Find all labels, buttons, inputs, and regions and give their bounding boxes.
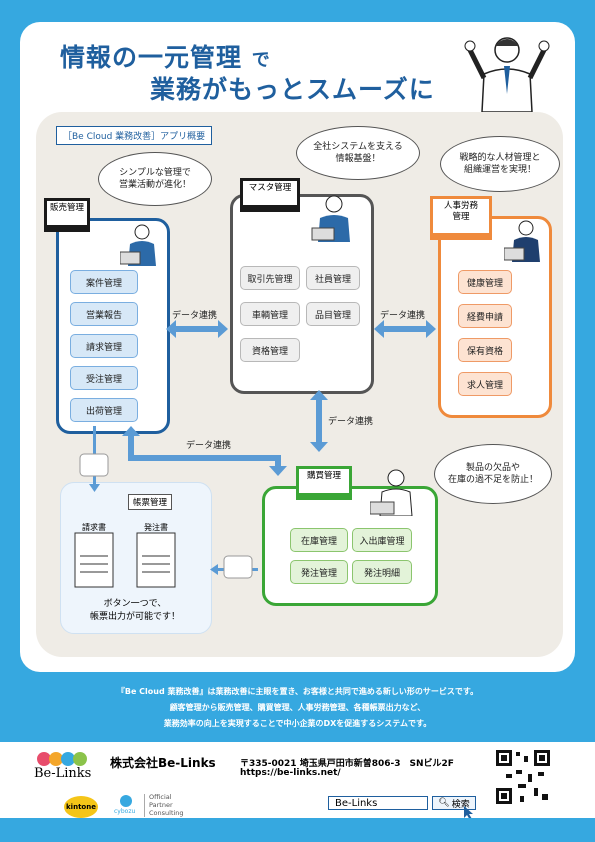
search-button[interactable]: 🔍︎検索 (432, 796, 476, 810)
sales-item-case: 案件管理 (70, 270, 138, 294)
purchase-item-stock: 在庫管理 (290, 528, 348, 552)
footer-band (0, 818, 595, 842)
hr-item-health: 健康管理 (458, 270, 512, 294)
description-line2: 顧客管理から販売管理、購買管理、人事労務管理、各種帳票出力など、 (169, 703, 426, 712)
flow-label-down: データ連携 (328, 417, 374, 427)
company-address: 〒335-0021 埼玉県戸田市新曽806-3 SNビル2F (240, 759, 454, 769)
kintone-logo: kintone (64, 796, 98, 818)
order-doc-icon (136, 532, 176, 588)
forms-title: 帳票管理 (128, 494, 173, 510)
purchase-person-icon (370, 469, 413, 516)
hr-monitor: 人事労務 管理 (430, 196, 492, 240)
purchase-bubble: 製品の欠品や 在庫の過不足を防止！ (434, 444, 552, 504)
search-icon: 🔍︎ (438, 798, 450, 808)
sales-bubble: シンプルな管理で 営業活動が進化！ (98, 152, 212, 206)
sales-item-shipping: 出荷管理 (70, 398, 138, 422)
cybozu-logo-text: cybozu (114, 808, 136, 815)
doc2-label: 発注書 (144, 523, 168, 532)
cursor-icon (464, 806, 473, 820)
sales-item-report: 営業報告 (70, 302, 138, 326)
forms-note: ボタン一つで、 帳票出力が可能です！ (89, 599, 180, 622)
description-line3: 業務効率の向上を実現することで中小企業のDXを促進するシステムです。 (163, 719, 432, 728)
master-monitor: マスタ管理 (240, 178, 300, 212)
master-item-client: 取引先管理 (240, 266, 300, 290)
hr-bubble: 戦略的な人材管理と 組織運営を実現！ (440, 136, 560, 192)
hr-person-icon (504, 220, 540, 262)
company-url[interactable]: https://be-links.net/ (240, 768, 341, 778)
company-logo: Be-Links (34, 766, 92, 781)
purchase-monitor: 購買管理 (296, 466, 352, 500)
sales-item-order: 受注管理 (70, 366, 138, 390)
master-item-qualification: 資格管理 (240, 338, 300, 362)
cybozu-logo-icon (120, 795, 132, 807)
master-item-vehicle: 車輌管理 (240, 302, 300, 326)
search-input[interactable]: Be-Links (328, 796, 428, 810)
sales-item-billing: 請求管理 (70, 334, 138, 358)
flow-label-left: データ連携 (172, 311, 218, 321)
sales-person-icon (120, 224, 156, 266)
title-line1: 情報の一元管理 で (60, 43, 271, 72)
description-line1: 『Be Cloud 業務改善』は業務改善に主眼を置き、お客様と共同で進める新しい… (116, 687, 479, 696)
company-name: 株式会社Be-Links (110, 756, 216, 770)
businessman-illustration (464, 37, 550, 112)
purchase-item-order: 発注管理 (290, 560, 348, 584)
title-line2: 業務がもっとスムーズに (150, 75, 435, 104)
hr-item-qualification: 保有資格 (458, 338, 512, 362)
doc1-label: 請求書 (82, 523, 106, 532)
flow-label-right: データ連携 (380, 311, 426, 321)
master-person-icon (311, 195, 350, 242)
hr-item-expense: 経費申請 (458, 304, 512, 328)
qr-code-icon (494, 748, 552, 806)
master-item-goods: 品目管理 (306, 302, 360, 326)
hr-item-recruit: 求人管理 (458, 372, 512, 396)
overview-label: ［Be Cloud 業務改善］アプリ概要 (56, 126, 213, 145)
master-box (230, 194, 374, 394)
flow-label-bottom: データ連携 (186, 441, 232, 451)
master-bubble: 全社システムを支える 情報基盤！ (296, 126, 420, 180)
sales-monitor: 販売管理 (44, 198, 90, 232)
master-item-employee: 社員管理 (306, 266, 360, 290)
purchase-item-order-detail: 発注明細 (352, 560, 412, 584)
company-logo-icon (37, 752, 87, 766)
purchase-item-inout: 入出庫管理 (352, 528, 412, 552)
invoice-doc-icon (74, 532, 114, 588)
